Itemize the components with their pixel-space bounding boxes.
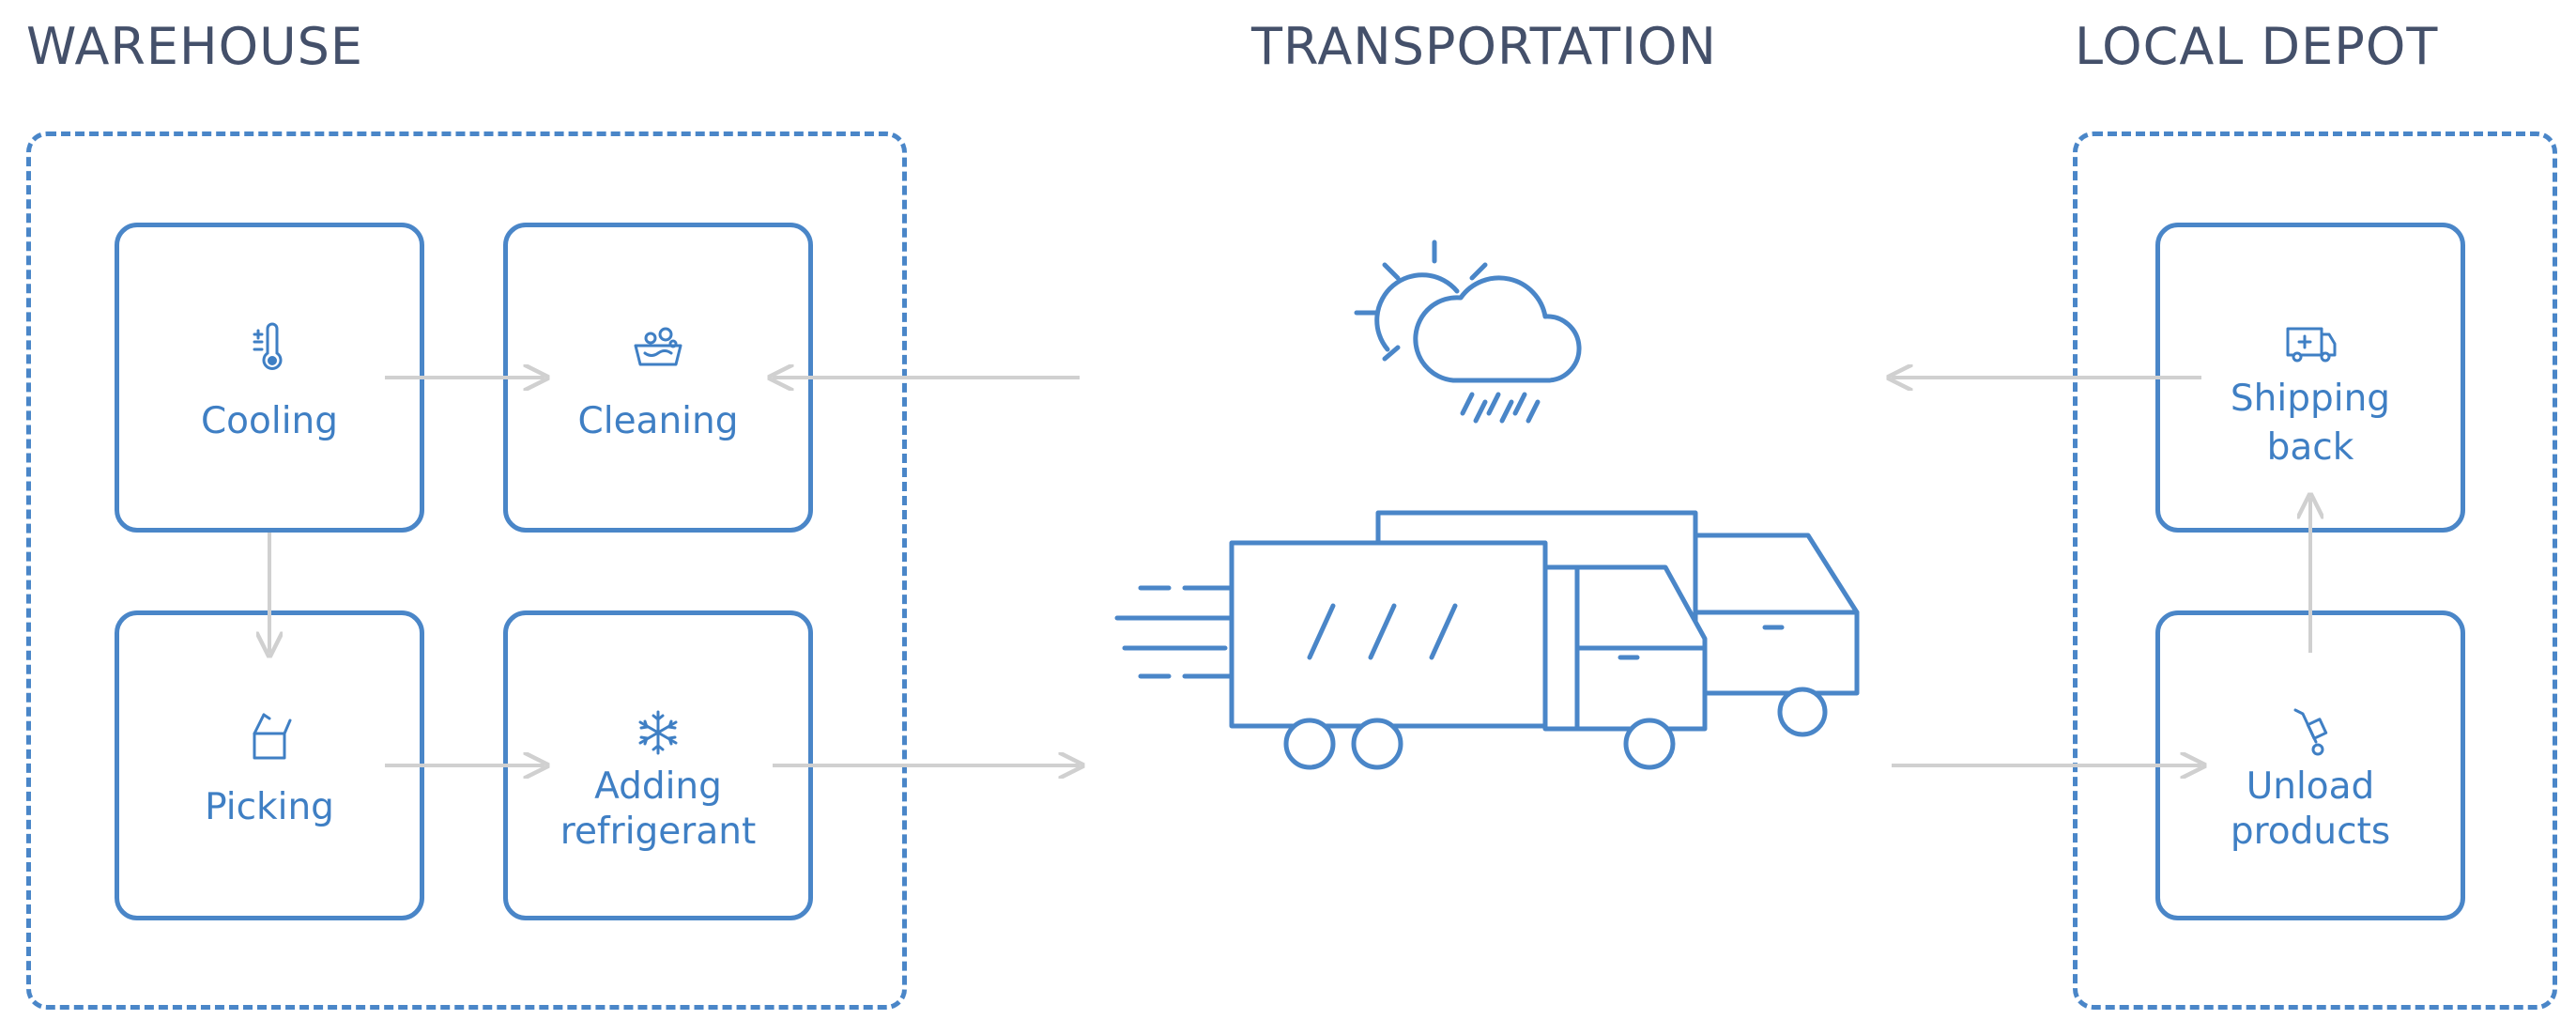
products-label: products [2230, 811, 2391, 853]
warehouse-title: WAREHOUSE [26, 17, 364, 76]
local-depot-group [2073, 131, 2557, 1010]
shipping-label: Shipping [2230, 378, 2391, 420]
back-label: back [2266, 426, 2354, 469]
adding-label: Adding [594, 765, 722, 808]
transportation-title: TRANSPORTATION [1251, 17, 1717, 76]
refrigerant-label: refrigerant [560, 811, 757, 853]
delivery-van-icon [2286, 327, 2337, 363]
snowflake-icon [638, 710, 678, 755]
local-depot-title: LOCAL DEPOT [2075, 17, 2439, 76]
unload-label: Unload [2246, 765, 2375, 808]
thermometer-icon [253, 322, 283, 370]
open-box-icon [253, 713, 292, 760]
cleaning-label: Cleaning [577, 400, 739, 442]
cooling-label: Cooling [200, 400, 339, 442]
picking-label: Picking [205, 786, 334, 828]
hand-truck-icon [2293, 708, 2328, 756]
warehouse-group [26, 131, 907, 1010]
washing-tub-icon [634, 327, 682, 366]
